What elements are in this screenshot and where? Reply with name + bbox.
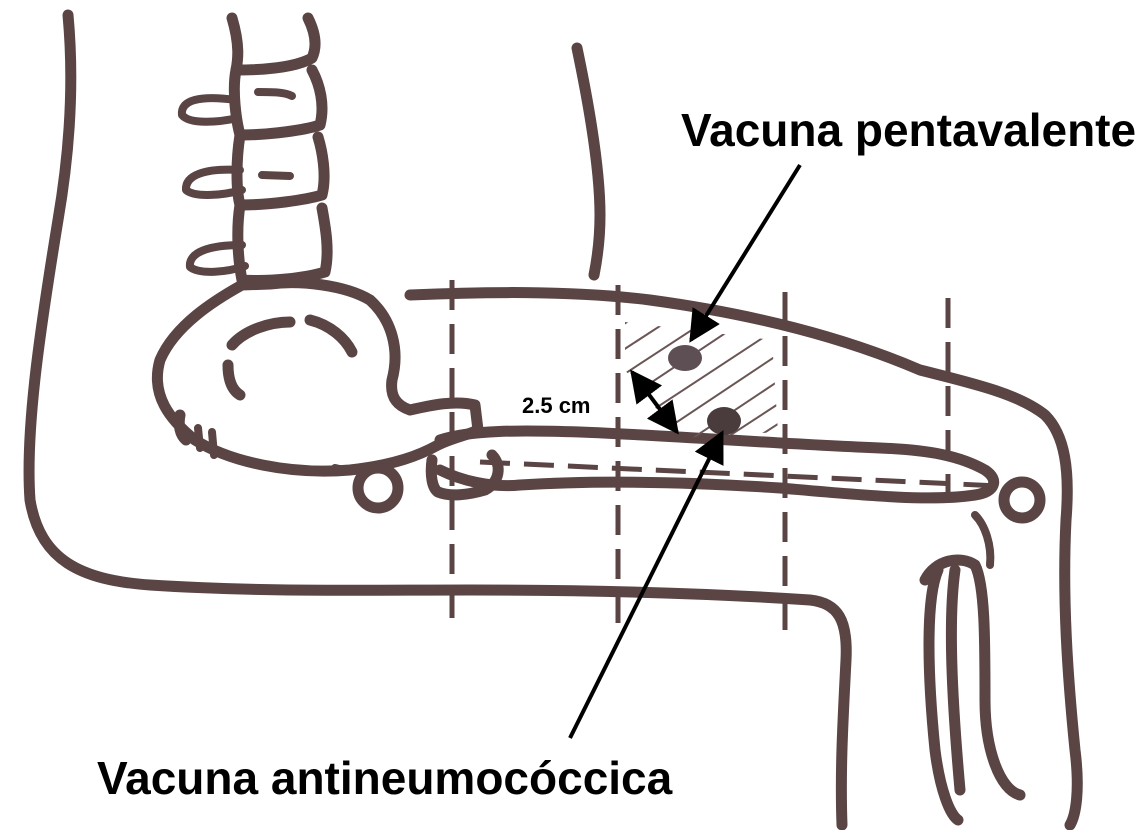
spine <box>182 18 327 281</box>
label-pneumococcal-vaccine: Vacuna antineumocóccica <box>97 752 672 804</box>
thigh-outline <box>410 293 1077 825</box>
pelvis <box>157 283 478 471</box>
injection-site-pentavalent <box>668 345 702 371</box>
label-distance: 2.5 cm <box>522 393 591 419</box>
abdomen-outline <box>577 48 600 275</box>
patella <box>1004 482 1040 518</box>
label-pentavalent-vaccine: Vacuna pentavalente <box>681 104 1136 156</box>
injection-site-pneumococcal <box>707 407 741 435</box>
greater-trochanter <box>358 468 398 508</box>
